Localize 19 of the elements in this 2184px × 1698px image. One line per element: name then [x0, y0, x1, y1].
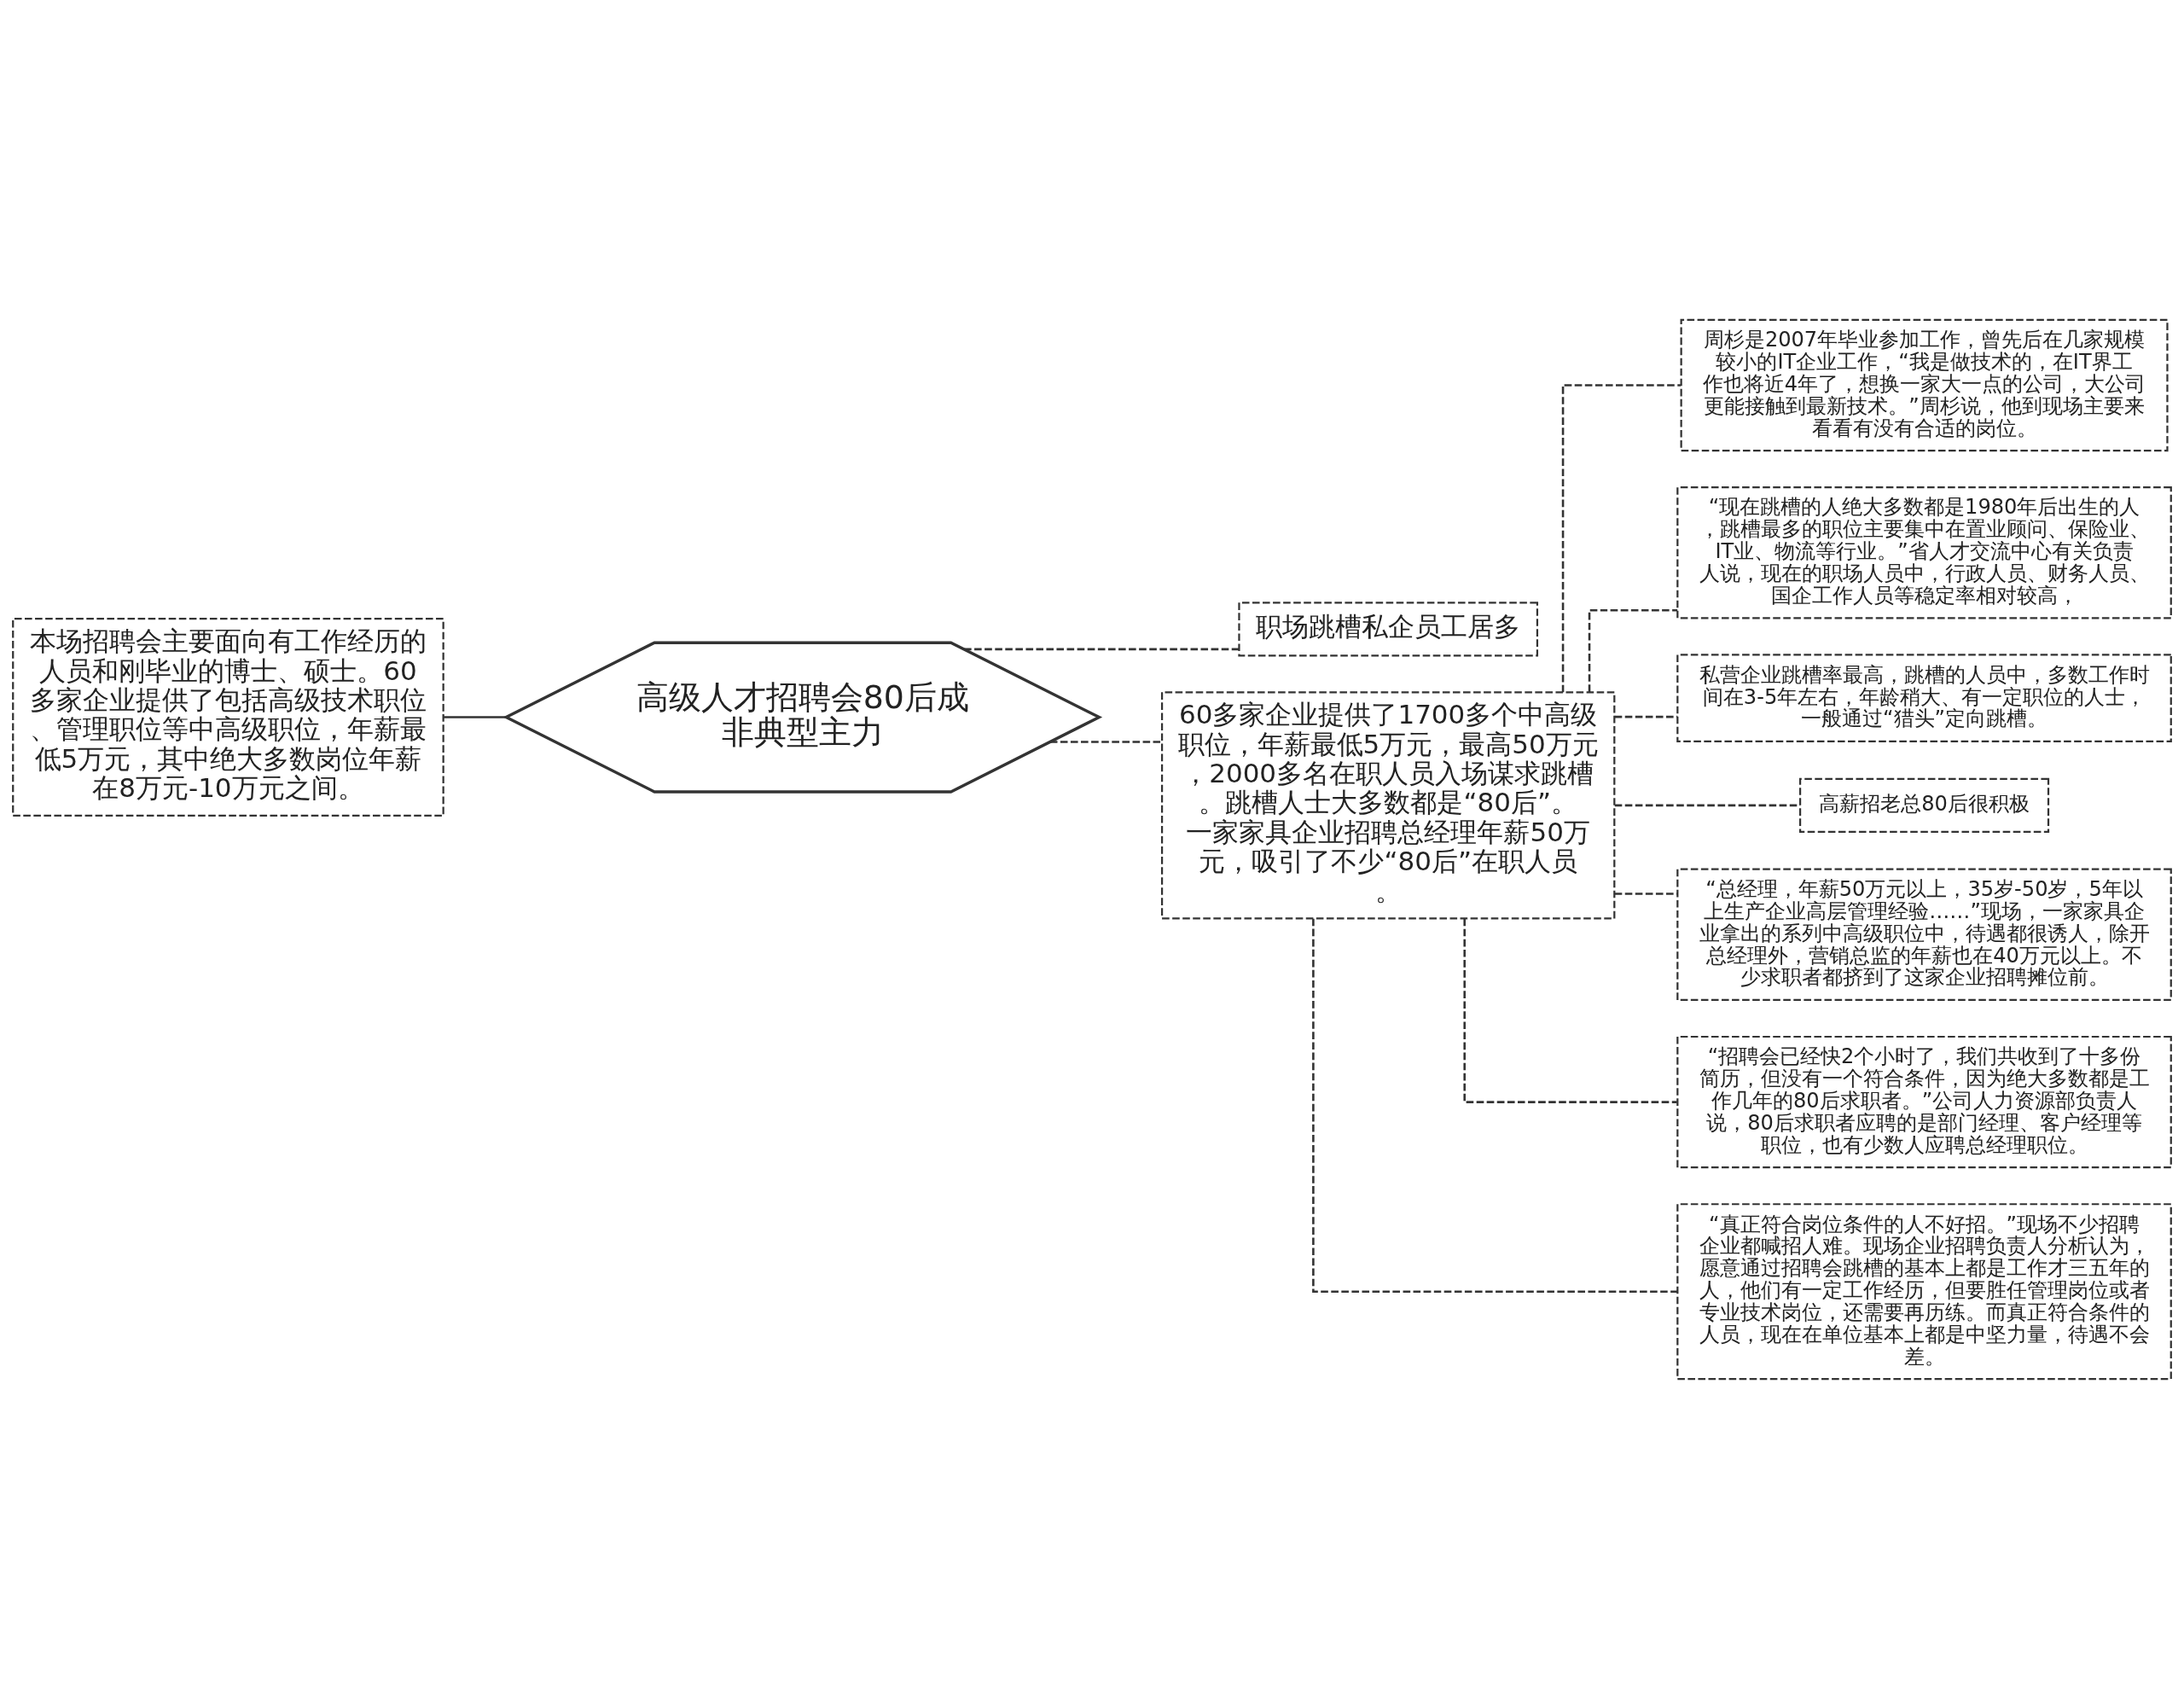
connector	[444, 715, 507, 718]
connector	[1312, 918, 1678, 1293]
connector	[1561, 383, 1682, 692]
connector	[1614, 892, 1678, 895]
node-box: 职场跳槽私企员工居多	[1238, 601, 1539, 656]
connector	[1463, 918, 1677, 1103]
connector	[964, 648, 1239, 650]
node-box: 周杉是2007年毕业参加工作，曾先后在几家规模较小的IT企业工作，“我是做技术的，在IT界工作也将近4年了，想换一家大一点的公司，大公司更能接触到最新技术。”周杉说，他到现场主要来看看有没有合适的岗位。	[1680, 318, 2169, 451]
node-box: “总经理，年薪50万元以上，35岁-50岁，5年以上生产企业高层管理经验……”现场，一家家具企业拿出的系列中高级职位中，待遇都很诱人，除开总经理外，营销总监的年薪也在40万元以上。不少求职者都挤到了这家企业招聘摊位前。	[1676, 868, 2172, 1001]
node-box: “招聘会已经快2个小时了，我们共收到了十多份简历，但没有一个符合条件，因为绝大多数都是工作几年的80后求职者。”公司人力资源部负责人说，80后求职者应聘的是部门经理、客户经理等职位，也有少数人应聘总经理职位。	[1676, 1035, 2172, 1168]
node-box: “真正符合岗位条件的人不好招。”现场不少招聘企业都喊招人难。现场企业招聘负责人分析认为，愿意通过招聘会跳槽的基本上都是工作才三五年的人，他们有一定工作经历，但要胜任管理岗位或者专业技术岗位，还需要再历练。而真正符合条件的人员，现在在单位基本上都是中坚力量，待遇不会差。	[1676, 1202, 2172, 1380]
connector	[1049, 740, 1162, 743]
connector	[1588, 608, 1678, 692]
connector	[1614, 715, 1678, 718]
node-box: 60多家企业提供了1700多个中高级职位，年薪最低5万元，最高50万元，2000多名在职人员入场谋求跳槽。跳槽人士大多数都是“80后”。一家家具企业招聘总经理年薪50万元，吸引了不少“80后”在职人员。	[1160, 690, 1616, 920]
node-box: 高薪招老总80后很积极	[1798, 777, 2050, 833]
node-box: 私营企业跳槽率最高，跳槽的人员中，多数工作时间在3-5年左右，年龄稍大、有一定职位的人士，一般通过“猎头”定向跳槽。	[1676, 653, 2172, 742]
node-box: 本场招聘会主要面向有工作经历的人员和刚毕业的博士、硕士。60多家企业提供了包括高级技术职位、管理职位等中高级职位，年薪最低5万元，其中绝大多数岗位年薪在8万元-10万元之间。	[12, 617, 444, 817]
node-box: “现在跳槽的人绝大多数都是1980年后出生的人，跳槽最多的职位主要集中在置业顾问、保险业、IT业、物流等行业。”省人才交流中心有关负责人说，现在的职场人员中，行政人员、财务人员、国企工作人员等稳定率相对较高，	[1676, 486, 2172, 619]
